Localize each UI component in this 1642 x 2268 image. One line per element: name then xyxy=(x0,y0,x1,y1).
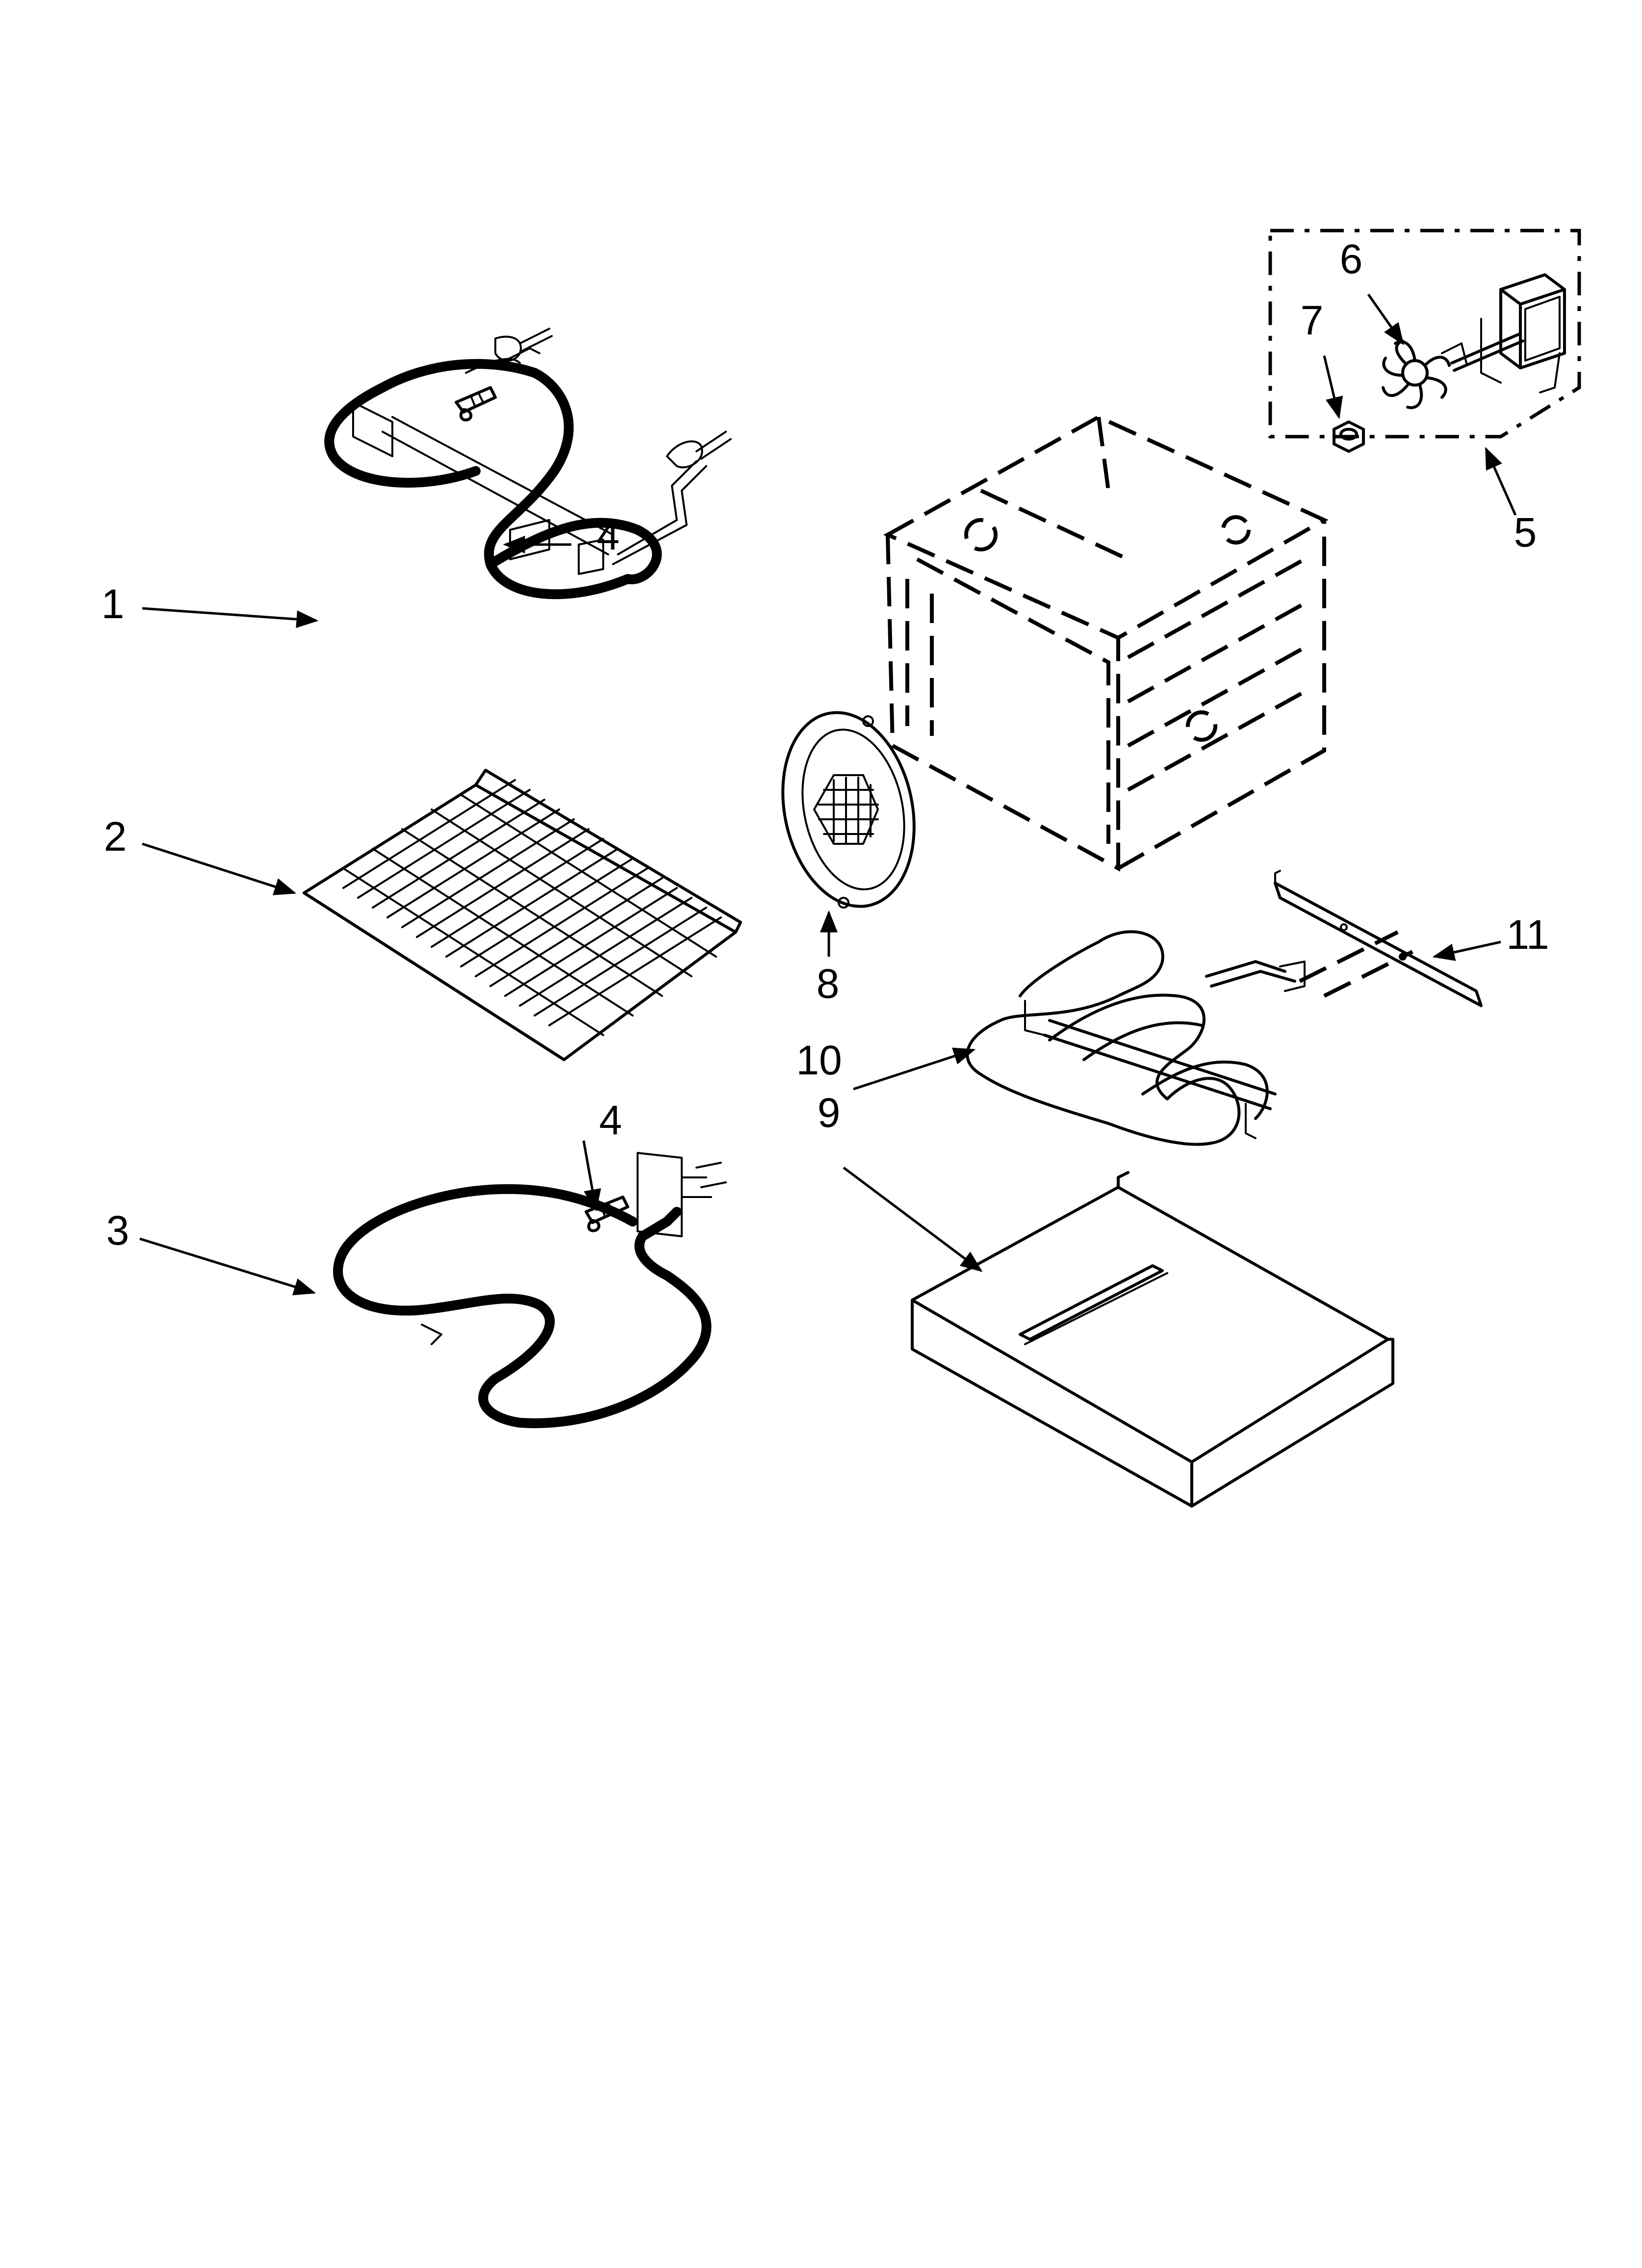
callout-2: 2 xyxy=(104,813,127,860)
fan-assembly-box xyxy=(1268,229,1581,439)
callout-9: 9 xyxy=(818,1090,841,1136)
callout-5: 5 xyxy=(1514,509,1537,555)
part-bake-element xyxy=(333,1152,727,1428)
callout-1: 1 xyxy=(102,581,125,627)
callout-labels: 1 2 3 4 4 5 6 7 8 9 10 11 xyxy=(102,236,1549,1253)
part-oven-rack xyxy=(303,769,742,1061)
part-screw-upper xyxy=(455,386,497,421)
part-broil-pan xyxy=(911,1171,1394,1508)
callout-6: 6 xyxy=(1340,236,1363,282)
callout-8: 8 xyxy=(817,961,840,1007)
callout-4-lower: 4 xyxy=(599,1097,622,1143)
callout-3: 3 xyxy=(106,1207,129,1253)
part-screw-lower xyxy=(585,1196,629,1232)
leader-lines xyxy=(139,293,1517,1296)
part-broil-element-lower xyxy=(966,930,1306,1146)
callout-7: 7 xyxy=(1301,297,1324,343)
part-fan-blade xyxy=(1382,339,1451,409)
part-fan-cover xyxy=(781,711,916,909)
part-bracket xyxy=(1274,870,1483,1007)
oven-cavity-outline xyxy=(883,415,1329,872)
callout-4-upper: 4 xyxy=(597,512,620,558)
part-fan-motor xyxy=(1441,273,1566,393)
callout-10: 10 xyxy=(796,1037,842,1083)
part-broil-element-upper xyxy=(324,328,732,600)
callout-11: 11 xyxy=(1506,912,1549,958)
part-nut xyxy=(1333,420,1365,453)
